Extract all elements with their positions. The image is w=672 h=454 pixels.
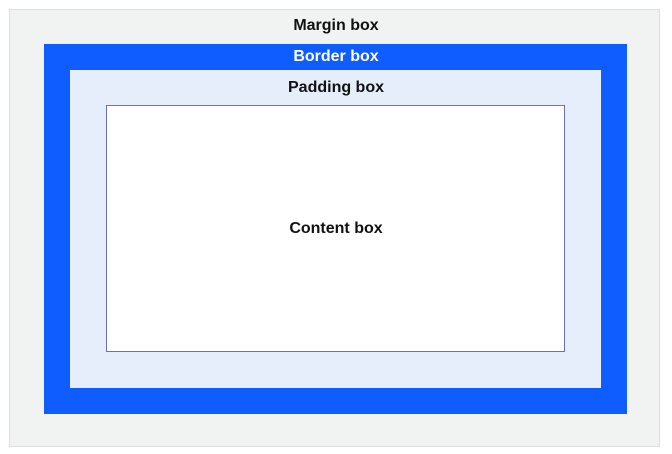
border-box-label: Border box [293, 48, 379, 65]
content-box-label: Content box [289, 220, 383, 237]
content-box [106, 105, 565, 352]
margin-box-label: Margin box [293, 17, 379, 34]
padding-box-label: Padding box [288, 79, 384, 96]
